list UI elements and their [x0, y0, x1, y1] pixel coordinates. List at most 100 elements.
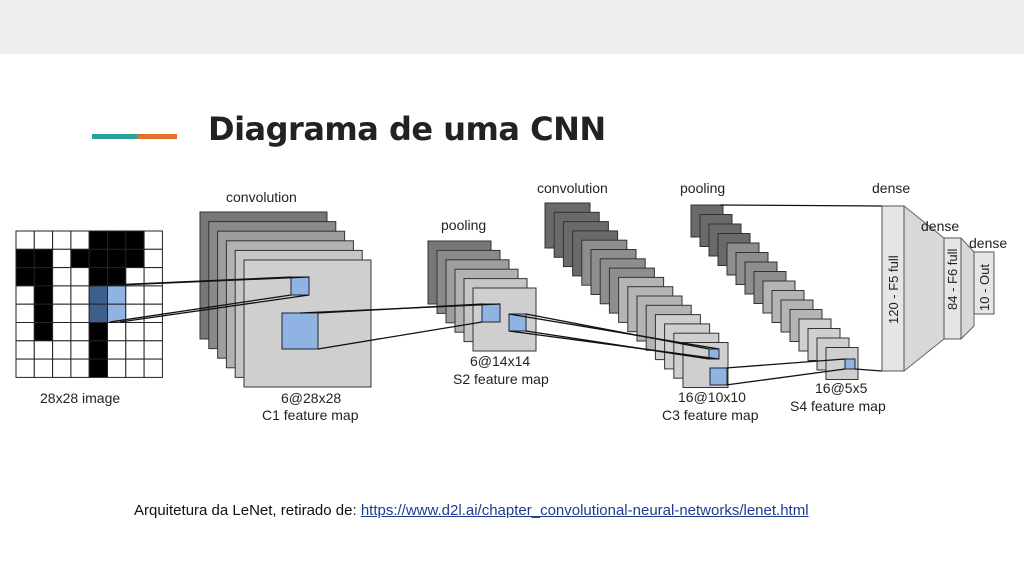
connector-line — [725, 358, 846, 369]
c1-dims-label: 6@28x28 — [281, 390, 341, 406]
connector-line — [508, 330, 720, 360]
input-pixel — [143, 340, 163, 360]
input-pixel — [107, 358, 127, 378]
input-pixel — [143, 248, 163, 269]
title-accent-orange — [137, 134, 177, 139]
connector-line — [854, 368, 883, 372]
input-pixel — [88, 340, 108, 360]
input-pixel — [107, 267, 127, 287]
top-bar — [0, 0, 1024, 54]
input-pixel — [88, 248, 108, 269]
input-pixel — [88, 285, 108, 305]
output-layer — [973, 251, 995, 315]
title-accent-teal — [92, 134, 137, 139]
connection-lines — [109, 204, 883, 386]
conv1-label: convolution — [226, 189, 297, 205]
input-pixel — [15, 248, 35, 269]
out-label: 10 - Out — [977, 264, 992, 311]
connector-line — [119, 276, 310, 286]
input-pixel — [15, 303, 35, 324]
input-pixel — [88, 358, 108, 378]
connector-line — [119, 294, 310, 323]
c1-feature-map-stack — [199, 211, 372, 388]
input-pixel — [70, 303, 90, 324]
input-pixel — [33, 230, 54, 250]
input-pixel — [125, 285, 145, 305]
input-pixel — [15, 358, 35, 378]
connector-line — [725, 368, 846, 386]
c1-receptive-patch — [290, 276, 310, 296]
input-pixel — [15, 285, 35, 305]
connector-line — [299, 303, 501, 314]
f5-label: 120 - F5 full — [886, 255, 901, 324]
c3-dims-label: 16@10x10 — [678, 389, 746, 405]
c3-name-label: C3 feature map — [662, 407, 759, 423]
caption-text: Arquitetura da LeNet, retirado de: — [134, 502, 361, 519]
input-pixel — [33, 267, 54, 287]
input-pixel — [107, 285, 127, 305]
s4-feature-map-stack — [690, 204, 859, 380]
input-pixel — [70, 285, 90, 305]
input-pixel — [70, 340, 90, 360]
input-pixel — [107, 230, 127, 250]
s4-dims-label: 16@5x5 — [815, 380, 868, 396]
input-pixel — [143, 303, 163, 324]
connector-line — [719, 204, 883, 207]
input-pixel — [52, 358, 72, 378]
c3-receptive-patch — [708, 348, 720, 360]
input-image-grid — [15, 230, 163, 378]
input-pixel — [15, 267, 35, 287]
c1-pool-patch — [281, 312, 319, 350]
input-pixel — [143, 322, 163, 342]
s2-dims-label: 6@14x14 — [470, 353, 530, 369]
input-pixel — [52, 248, 72, 269]
input-pixel — [70, 322, 90, 342]
f6-dense-layer — [943, 237, 962, 340]
input-pixel — [143, 358, 163, 378]
input-pixel — [143, 230, 163, 250]
input-pixel — [125, 322, 145, 342]
dense1-label: dense — [872, 180, 910, 196]
input-pixel — [33, 248, 54, 269]
input-pixel — [33, 303, 54, 324]
input-pixel — [143, 285, 163, 305]
input-pixel — [125, 248, 145, 269]
input-pixel — [52, 230, 72, 250]
input-pixel — [52, 340, 72, 360]
input-pixel — [88, 322, 108, 342]
c3-pool-patch — [709, 367, 728, 386]
s2-pooled-patch — [481, 303, 501, 323]
input-pixel — [33, 358, 54, 378]
input-pixel — [15, 230, 35, 250]
s2-conv-patch — [508, 313, 527, 332]
s2-feature-map-stack — [427, 240, 537, 352]
connector-line — [109, 294, 292, 323]
source-link[interactable]: https://www.d2l.ai/chapter_convolutional… — [360, 502, 809, 519]
pool2-label: pooling — [680, 180, 725, 196]
input-pixel — [70, 230, 90, 250]
s2-name-label: S2 feature map — [453, 371, 549, 387]
s4-pooled-patch — [844, 358, 856, 370]
input-pixel — [52, 285, 72, 305]
input-pixel — [33, 285, 54, 305]
input-pixel — [33, 322, 54, 342]
s4-name-label: S4 feature map — [790, 398, 886, 414]
input-pixel — [70, 267, 90, 287]
input-pixel — [107, 322, 127, 342]
input-pixel — [107, 248, 127, 269]
input-pixel — [70, 248, 90, 269]
input-pixel — [15, 322, 35, 342]
input-pixel — [33, 340, 54, 360]
caption: Arquitetura da LeNet, retirado de: https… — [134, 502, 809, 519]
slide-title: Diagrama de uma CNN — [208, 110, 606, 148]
input-pixel — [125, 230, 145, 250]
f5-dense-layer — [881, 205, 905, 372]
input-pixel — [88, 230, 108, 250]
input-pixel — [88, 303, 108, 324]
input-pixel — [52, 267, 72, 287]
connector-line — [317, 321, 483, 350]
connector-line — [508, 313, 720, 350]
input-pixel — [88, 267, 108, 287]
input-pixel — [15, 340, 35, 360]
